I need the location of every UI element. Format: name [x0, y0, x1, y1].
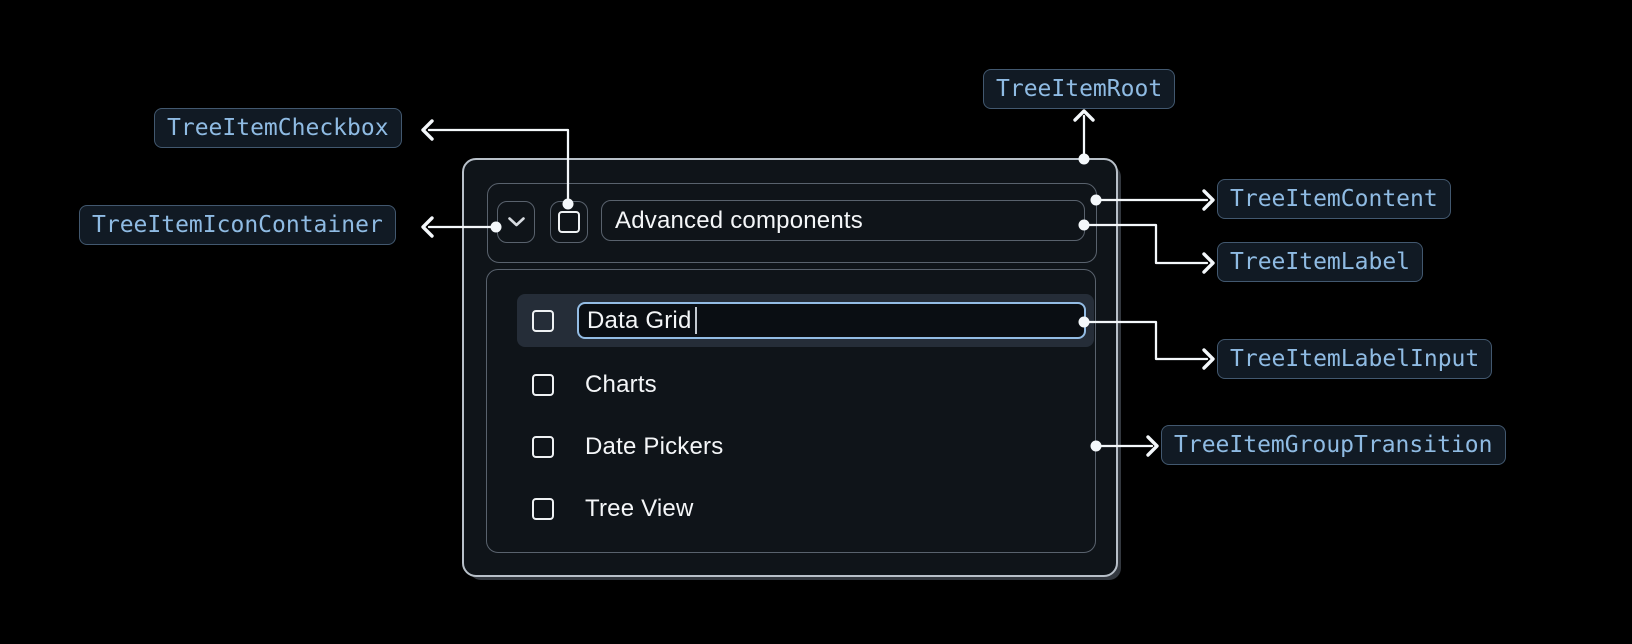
- tree-item-content[interactable]: Advanced components: [487, 183, 1097, 263]
- tree-item-label: Tree View: [585, 494, 694, 522]
- tree-item-icon-container[interactable]: [497, 201, 535, 243]
- annotation-tag-tree-item-label-input: TreeItemLabelInput: [1217, 339, 1493, 379]
- checkbox-blank-outline-icon[interactable]: [532, 435, 554, 458]
- tree-item-label-input[interactable]: Data Grid: [577, 302, 1086, 339]
- tree-item-tree-view[interactable]: Tree View: [517, 485, 1094, 532]
- chevron-down-icon: [507, 217, 525, 227]
- annotation-tag-tree-item-label: TreeItemLabel: [1217, 242, 1424, 282]
- annotation-tag-tree-item-root: TreeItemRoot: [983, 69, 1176, 109]
- connector-tree-item-root: [1073, 109, 1095, 165]
- checkbox-blank-outline-icon[interactable]: [532, 309, 554, 332]
- tree-item-group-transition: Data Grid Charts Date Pickers Tree View: [486, 269, 1096, 553]
- tree-item-checkbox[interactable]: [550, 201, 588, 243]
- checkbox-blank-outline-icon: [558, 211, 580, 233]
- annotation-tag-tree-item-content: TreeItemContent: [1217, 179, 1451, 219]
- checkbox-blank-outline-icon[interactable]: [532, 373, 554, 396]
- text-caret: [694, 307, 698, 334]
- tree-item-label: Date Pickers: [585, 432, 724, 460]
- tree-item-root: Advanced components Data Grid Charts Dat…: [462, 158, 1118, 577]
- tree-item-date-pickers[interactable]: Date Pickers: [517, 423, 1094, 470]
- checkbox-blank-outline-icon[interactable]: [532, 497, 554, 520]
- tree-item-label: Charts: [585, 370, 657, 398]
- tree-item-label: Advanced components: [601, 200, 1085, 241]
- tree-item-charts[interactable]: Charts: [517, 361, 1094, 408]
- annotation-tag-tree-item-group-transition: TreeItemGroupTransition: [1161, 425, 1506, 465]
- parent-label-text: Advanced components: [615, 206, 863, 234]
- label-input-value: Data Grid: [587, 306, 692, 334]
- annotation-tag-tree-item-icon-container: TreeItemIconContainer: [79, 205, 396, 245]
- annotation-tag-tree-item-checkbox: TreeItemCheckbox: [154, 108, 402, 148]
- tree-item-data-grid[interactable]: Data Grid: [517, 294, 1094, 347]
